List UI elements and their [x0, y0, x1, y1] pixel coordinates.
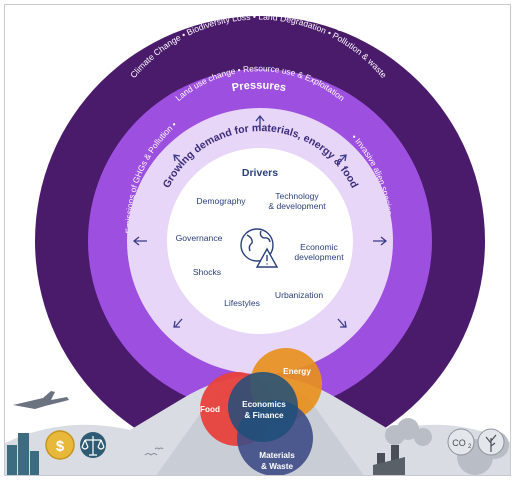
driver-demography: Demography [196, 196, 246, 206]
drivers-circle [167, 148, 353, 334]
driver-shocks: Shocks [193, 267, 221, 277]
scale-icon [80, 432, 106, 458]
tree-icon [477, 428, 505, 456]
arrow-up-left-icon [173, 154, 183, 165]
venn-materials-label-line1: Materials [259, 451, 295, 460]
venn-materials-label-line2: & Waste [261, 462, 293, 471]
driver-economic-line1: Economic [300, 242, 338, 252]
co2-subscript: 2 [468, 444, 472, 450]
venn-economics-label-line1: Economics [242, 400, 286, 409]
arrow-left-icon [132, 236, 147, 246]
diagram-frame: Global Environmental Crises Climate Chan… [4, 4, 511, 476]
venn-economics-circle [228, 372, 298, 442]
driver-economic-line2: development [294, 252, 344, 262]
pressures-title: Pressures [231, 80, 287, 95]
venn-energy-label: Energy [283, 367, 311, 376]
drivers-title: Drivers [242, 167, 278, 179]
venn-labels: Food Energy Economics & Finance Material… [200, 367, 311, 471]
dollar-coin-icon [45, 430, 75, 460]
driver-lifestyles: Lifestyles [224, 298, 260, 308]
globe-warning-icon [240, 228, 279, 268]
birds-icon [144, 447, 164, 456]
dollar-symbol: $ [56, 438, 65, 455]
environment-diagram: Global Environmental Crises Climate Chan… [5, 5, 510, 475]
arrow-right-icon [373, 236, 388, 246]
arrow-down-right-icon [337, 318, 347, 328]
arrows [132, 114, 388, 328]
driver-governance: Governance [176, 233, 223, 243]
factory-icon [373, 445, 405, 475]
driver-technology-line1: Technology [275, 191, 319, 201]
co2-bubble-icon [447, 428, 475, 456]
airplane-icon [13, 391, 69, 409]
driver-technology-line2: & development [268, 201, 326, 211]
arrow-up-right-icon [337, 154, 347, 165]
venn-food-label: Food [200, 405, 220, 414]
arrow-down-left-icon [173, 318, 183, 328]
driver-urbanization: Urbanization [275, 290, 323, 300]
drivers-labels: Drivers Demography Technology & developm… [176, 167, 345, 308]
venn-economics-label-line2: & Finance [244, 411, 284, 420]
co2-label: CO [452, 438, 466, 448]
city-skyline [7, 433, 39, 475]
arrow-up-icon [255, 114, 265, 129]
